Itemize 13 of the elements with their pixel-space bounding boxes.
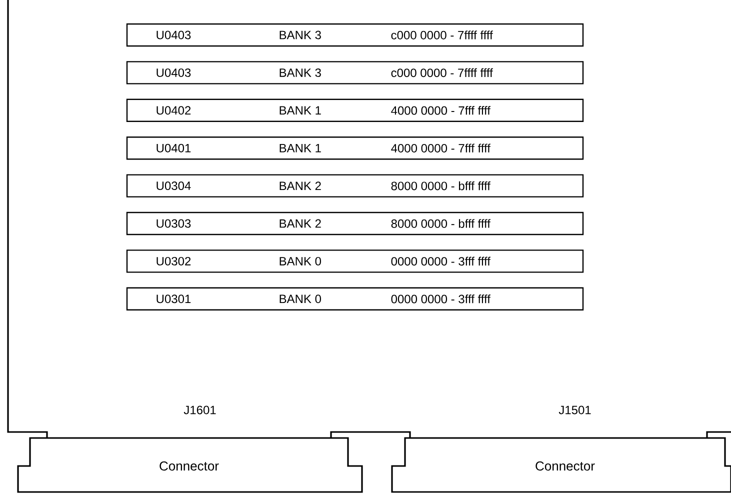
memory-row: U0301 BANK 0 0000 0000 - 3fff ffff [126, 287, 584, 310]
memory-row: U0403 BANK 3 c000 0000 - 7ffff ffff [126, 23, 584, 47]
memory-row: U0403 BANK 3 c000 0000 - 7ffff ffff [126, 61, 584, 84]
connector-label: J1501 [558, 406, 591, 414]
connector-label: J1601 [184, 406, 216, 414]
connector-outline: Connector [17, 437, 363, 493]
memory-row: U0302 BANK 0 0000 0000 - 3fff ffff [126, 250, 584, 273]
memory-row: U0401 BANK 1 4000 0000 - 7fff ffff [126, 136, 584, 160]
memory-row: U0303 BANK 2 8000 0000 - bfff ffff [126, 212, 584, 236]
memory-row: U0402 BANK 1 4000 0000 - 7fff ffff [126, 98, 584, 122]
connector-outline: Connector [391, 437, 731, 493]
memory-row: U0304 BANK 2 8000 0000 - bfff ffff [126, 174, 584, 198]
board-outline [7, 0, 731, 438]
